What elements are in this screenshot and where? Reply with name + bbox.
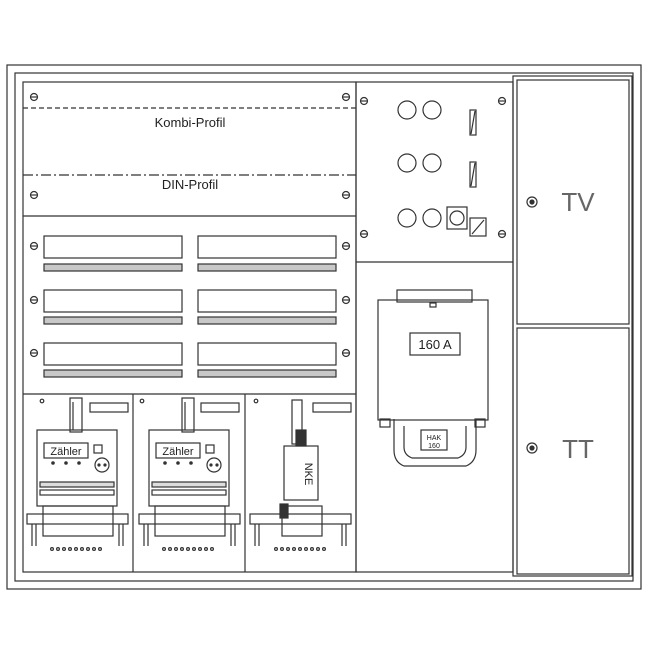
- tt-compartment: [516, 327, 630, 575]
- left-section-frame: [22, 81, 357, 573]
- fuse-rating-label: 160 A: [418, 337, 452, 352]
- screw-icon: [497, 229, 507, 239]
- left-section: Kombi-Profil DIN-Profil: [22, 81, 357, 573]
- breaker-rows: [43, 235, 337, 378]
- lock-icon: [526, 442, 538, 454]
- hak-label-line1: HAK: [427, 435, 442, 442]
- tt-label: TT: [562, 434, 594, 464]
- screw-icon: [497, 96, 507, 106]
- cabinet-inner-frame: [14, 72, 634, 582]
- din-profil-label: DIN-Profil: [162, 177, 218, 192]
- screw-icon: [341, 241, 351, 251]
- middle-section: 160 A HAK 160: [355, 81, 514, 573]
- meter-1: Zähler: [26, 397, 129, 551]
- lock-icon: [526, 196, 538, 208]
- terminal-row-3: [397, 206, 487, 237]
- screw-icon: [341, 190, 351, 200]
- right-section: TV TT: [512, 75, 633, 577]
- meter-2-label: Zähler: [162, 446, 194, 458]
- screw-icon: [29, 295, 39, 305]
- screw-icon: [29, 92, 39, 102]
- tv-compartment: [516, 79, 630, 325]
- meter-display: [155, 442, 201, 459]
- screw-icon: [29, 348, 39, 358]
- screw-icon: [341, 92, 351, 102]
- meter-2: Zähler: [138, 397, 241, 551]
- nke-label: NKE: [302, 463, 314, 486]
- tv-label: TV: [561, 187, 595, 217]
- hak-label-line2: 160: [428, 443, 440, 450]
- terminal-row-1: [397, 100, 477, 136]
- screw-icon: [341, 348, 351, 358]
- hak-connection-box: 160 A HAK 160: [377, 289, 489, 467]
- fuse-rating-box: [409, 332, 461, 356]
- cabinet-outer-frame: [6, 64, 642, 590]
- nke-unit: NKE: [249, 398, 352, 551]
- kombi-profil-label: Kombi-Profil: [155, 115, 226, 130]
- screw-icon: [359, 96, 369, 106]
- middle-section-frame: [355, 81, 514, 573]
- terminal-row-2: [397, 153, 477, 188]
- meter-display: [43, 442, 89, 459]
- screw-icon: [359, 229, 369, 239]
- meter-1-label: Zähler: [50, 446, 82, 458]
- screw-icon: [341, 295, 351, 305]
- screw-icon: [29, 190, 39, 200]
- screw-icon: [29, 241, 39, 251]
